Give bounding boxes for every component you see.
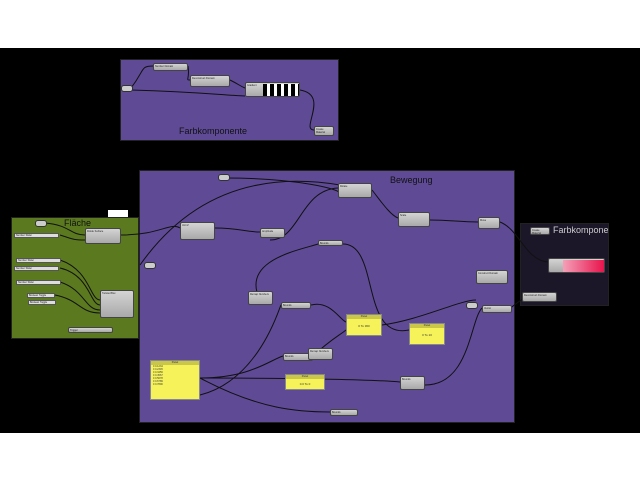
group-title: Bewegung	[390, 175, 433, 185]
panel-item: 0 0.7890	[153, 383, 163, 386]
panel-header: Panel	[286, 375, 324, 379]
toggle[interactable]	[466, 302, 478, 309]
node-rotate[interactable]: Rotate	[338, 183, 372, 198]
node-deconstruct-domain-2[interactable]: Deconstruct Domain	[522, 292, 557, 302]
panel-value: 0 To 360	[358, 324, 370, 328]
node-unit-z[interactable]: Unit Z	[180, 222, 215, 240]
boolean-toggle[interactable]: Boolean Toggle	[28, 300, 56, 305]
panel-item: 0 0.2345	[153, 368, 163, 371]
node-trigger[interactable]: Trigger	[68, 327, 113, 333]
toggle[interactable]	[144, 262, 156, 269]
boolean-toggle[interactable]: Boolean Toggle	[27, 293, 55, 298]
number-slider[interactable]: Number Slider	[14, 233, 59, 238]
blank-label	[108, 210, 128, 217]
node-bounds[interactable]: Bounds	[318, 240, 343, 246]
gradient-bar[interactable]	[563, 260, 604, 272]
node-bounds[interactable]: Bounds	[400, 376, 425, 390]
node-amplitude[interactable]: Amplitude	[260, 228, 285, 238]
node-remap[interactable]: Remap Numbers	[308, 348, 333, 360]
node-bounds[interactable]: Bounds	[281, 302, 311, 309]
group-bewegung[interactable]: Bewegung	[139, 170, 515, 423]
node-deconstruct-domain[interactable]: Deconstruct Domain	[190, 75, 230, 87]
node-vector[interactable]: Vector	[482, 305, 512, 313]
node-gradient-red[interactable]	[548, 258, 605, 273]
node-gradient[interactable]: Gradient	[245, 82, 300, 97]
panel-item: 0 0.1234	[153, 365, 163, 368]
node-material[interactable]: Create Material	[314, 126, 334, 136]
panel-item: 0 0.4567	[153, 374, 163, 377]
panel-header: Panel	[410, 324, 444, 328]
panel-range-0[interactable]: Panel 0.0 To 0	[285, 374, 325, 390]
node-domain[interactable]: Number Domain	[153, 63, 188, 71]
panel-item: 0 0.3456	[153, 371, 163, 374]
node-divide-surface[interactable]: Divide Surface	[85, 228, 121, 244]
node-twisted-box[interactable]: Twisted Box	[100, 290, 134, 318]
panel-value: 0.0 To 0	[299, 382, 311, 386]
panel-range-360[interactable]: Panel 0 To 360	[346, 314, 382, 336]
panel-value: 0 To 10	[422, 333, 432, 337]
trigger-toggle[interactable]	[121, 85, 133, 92]
node-construct-domain[interactable]: Construct Domain	[476, 270, 508, 284]
panel-header: Panel	[151, 361, 199, 365]
panel-range-10[interactable]: Panel 0 To 10	[409, 323, 445, 345]
node-scale[interactable]: Scale	[398, 212, 430, 227]
panel-header: Panel	[347, 315, 381, 319]
group-title: Farbkompone	[553, 225, 609, 235]
toggle[interactable]	[218, 174, 230, 181]
group-title: Fläche	[64, 218, 92, 228]
number-slider[interactable]: Number Slider	[16, 280, 61, 285]
number-slider[interactable]: Number Slider	[16, 258, 61, 263]
trigger-toggle-2[interactable]	[35, 220, 47, 227]
node-label: Gradient	[247, 84, 257, 87]
number-slider[interactable]: Number Slider	[14, 266, 59, 271]
node-remap[interactable]: Remap Numbers	[248, 291, 273, 305]
panel-item: 0 0.5678	[153, 377, 163, 380]
node-move[interactable]: Move	[478, 217, 500, 229]
panel-item: 0 0.6789	[153, 380, 163, 383]
node-material-2[interactable]: Create Material	[530, 227, 550, 235]
node-bounds[interactable]: Bounds	[330, 409, 358, 416]
group-title: Farbkomponente	[179, 126, 248, 136]
panel-list[interactable]: Panel 0 0.1234 0 0.2345 0 0.3456 0 0.456…	[150, 360, 200, 400]
gradient-bar[interactable]	[263, 84, 299, 96]
group-farbkomponente[interactable]: Farbkomponente	[120, 59, 339, 141]
